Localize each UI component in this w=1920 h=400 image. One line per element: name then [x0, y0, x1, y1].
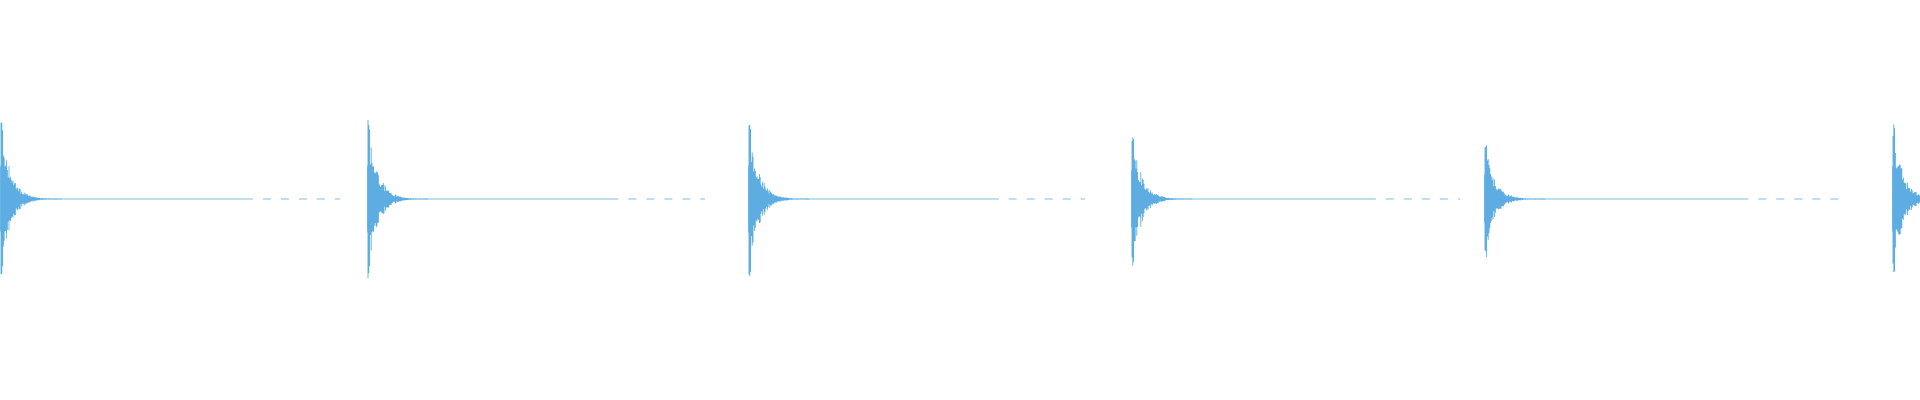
transient-body — [1131, 169, 1153, 229]
transient-burst — [0, 122, 62, 275]
transient-body — [748, 164, 770, 234]
transient-body — [1892, 165, 1914, 233]
transient-burst — [367, 119, 429, 279]
waveform-transients — [0, 119, 1920, 279]
transient-burst — [1484, 145, 1546, 258]
transient-body — [0, 165, 22, 233]
transient-burst — [1892, 124, 1920, 273]
transient-body — [1484, 174, 1506, 224]
transient-burst — [748, 124, 810, 277]
transient-body — [367, 164, 389, 234]
transient-burst — [1131, 137, 1193, 266]
